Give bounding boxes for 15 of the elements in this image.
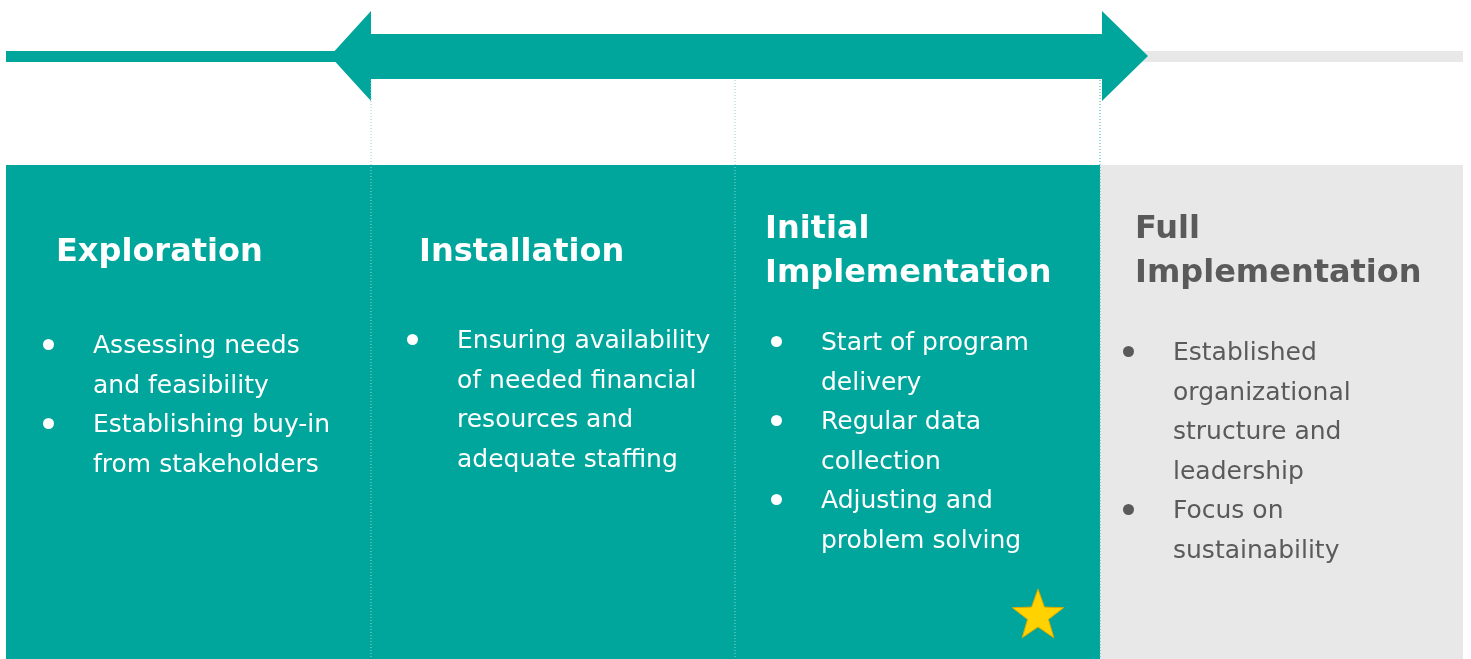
bullet-text: Focus on sustainability: [1173, 495, 1340, 564]
stage-panel: [6, 165, 371, 659]
stage-heading: Exploration: [56, 230, 264, 271]
stage-panel: [1100, 165, 1463, 659]
stage-panel: [735, 165, 1100, 659]
bullet-text: Assessing needs and feasibility: [93, 330, 300, 399]
bullet-text: Establishing buy-in from stakeholders: [93, 409, 331, 478]
bullet-text: Ensuring availability of needed financial resources and adequate staffing: [457, 325, 711, 473]
bullet-text: Established organizational structure and leadership: [1173, 337, 1351, 485]
stage-heading: Full Implementation: [1135, 207, 1423, 292]
stage-heading: Initial Implementation: [765, 207, 1053, 292]
stage-heading: Installation: [419, 230, 626, 271]
bullet-text: Adjusting and problem solving: [821, 485, 1022, 554]
bullet-text: Start of program delivery: [821, 327, 1029, 396]
bullet-text: Regular data collection: [821, 406, 982, 475]
